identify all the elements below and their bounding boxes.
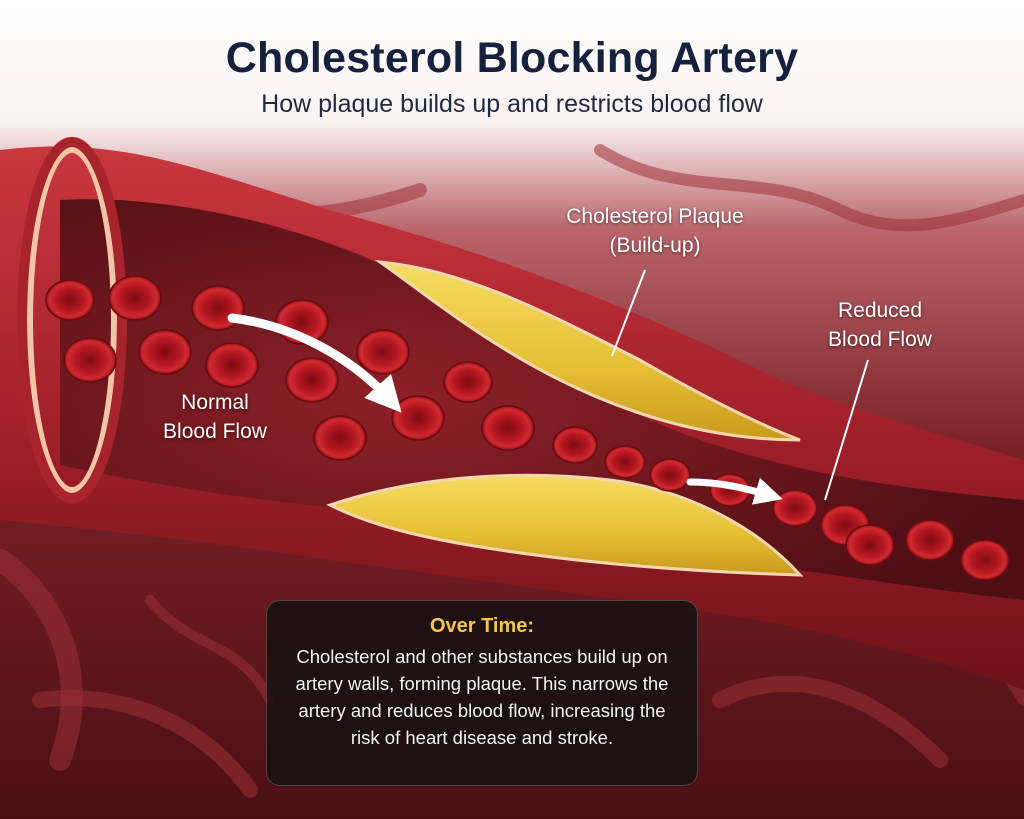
red-blood-cell [552,426,598,464]
red-blood-cell [905,519,955,561]
red-blood-cell [481,405,535,451]
red-blood-cell [443,361,493,403]
red-blood-cell [138,329,192,375]
red-blood-cell [63,337,117,383]
red-blood-cell [845,524,895,566]
info-body-text: Cholesterol and other substances build u… [295,646,669,748]
reduced-flow-pointer-line [824,359,869,501]
plaque-top [374,260,801,442]
reduced-flow-arrow [686,477,783,505]
red-blood-cell [191,285,245,331]
normal-flow-arrow [227,313,402,413]
red-blood-cell [205,342,259,388]
red-blood-cell [108,275,162,321]
red-blood-cell [772,489,818,527]
blood-cells [45,275,1010,581]
red-blood-cell [45,279,95,321]
red-blood-cell [285,357,339,403]
red-blood-cell [960,539,1010,581]
plaque-bottom [326,473,804,577]
page-title: Cholesterol Blocking Artery [225,34,799,82]
reduced-blood-flow-label: Reduced Blood Flow [828,299,932,351]
plaque-pointer-line [611,269,646,357]
cholesterol-plaque-label: Cholesterol Plaque (Build-up) [566,205,744,257]
info-box: Over Time: Cholesterol and other substan… [266,600,698,786]
artery-opening-rim [27,147,117,493]
info-heading: Over Time: [429,615,535,637]
red-blood-cell [356,329,410,375]
normal-blood-flow-label: Normal Blood Flow [163,391,267,443]
page-subtitle: How plaque builds up and restricts blood… [261,90,763,118]
red-blood-cell [313,415,367,461]
red-blood-cell [391,395,445,441]
red-blood-cell [604,445,646,479]
red-blood-cell [649,458,691,492]
